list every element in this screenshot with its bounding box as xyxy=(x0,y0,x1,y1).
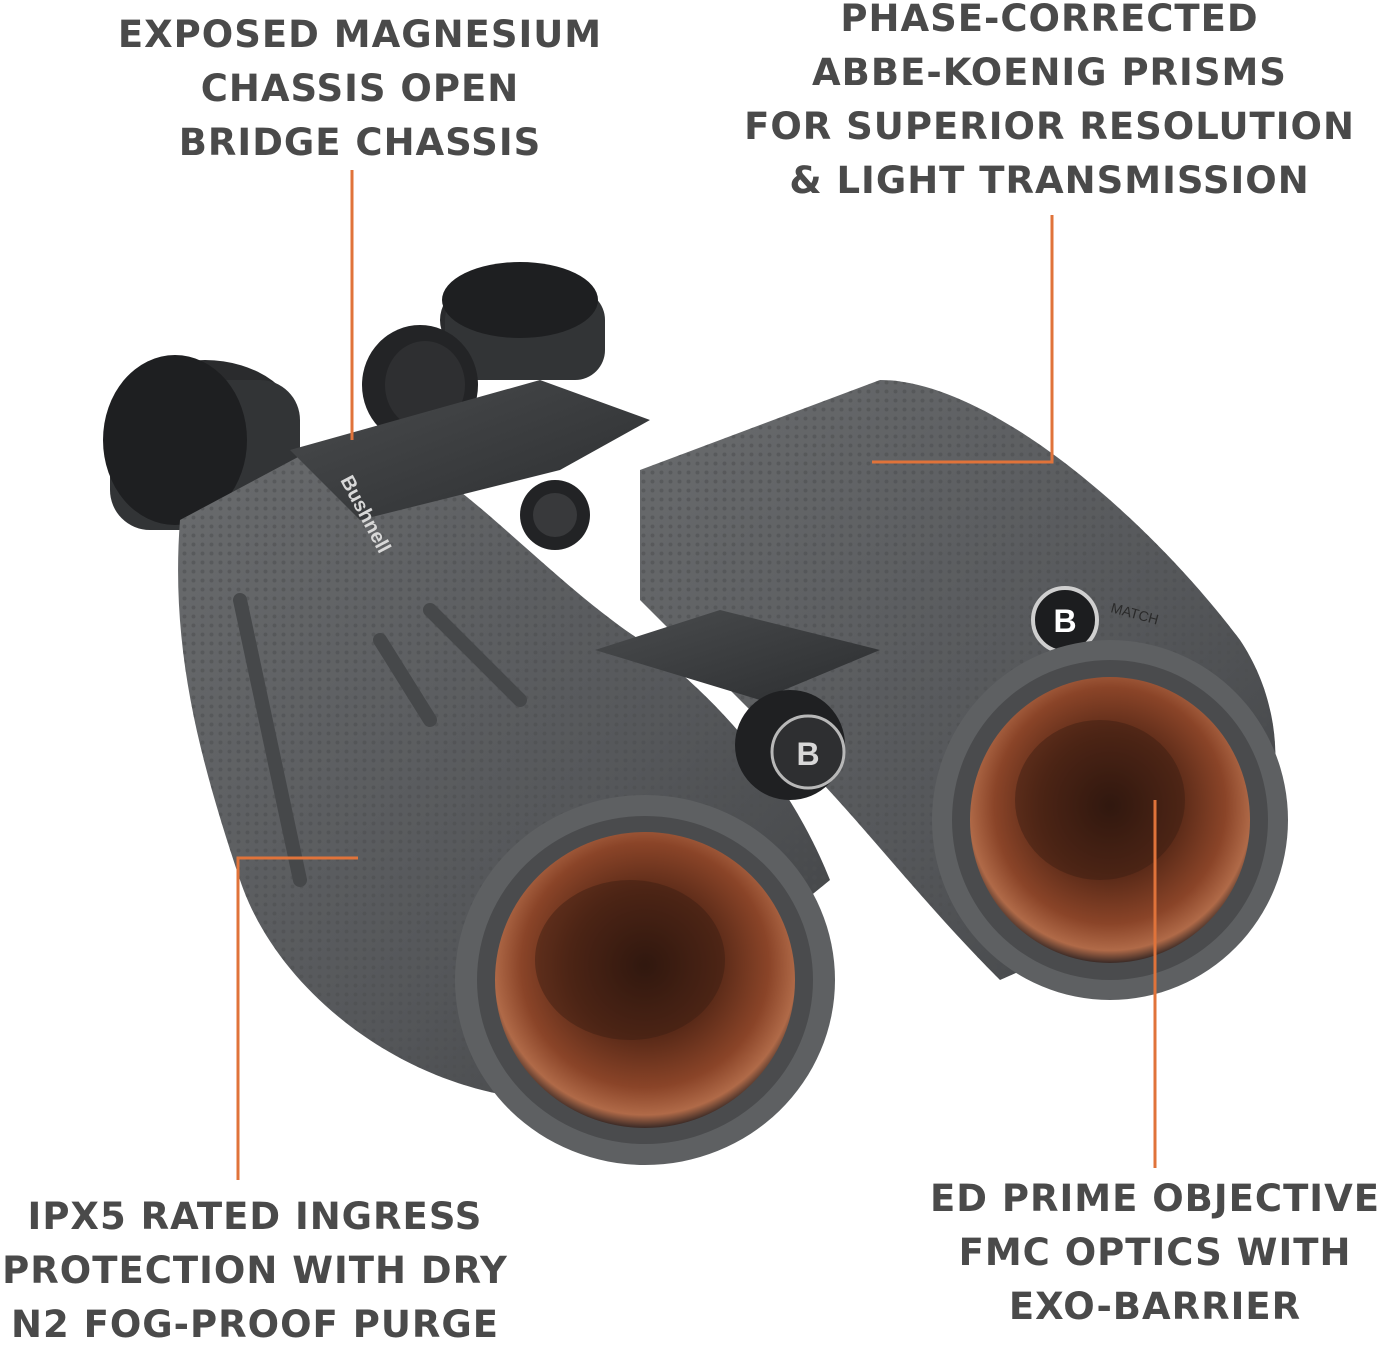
objective-lens-left xyxy=(455,795,835,1165)
callout-line: BRIDGE CHASSIS xyxy=(178,121,542,164)
callout-line: EXO-BARRIER xyxy=(1008,1285,1302,1328)
callout-line: FOR SUPERIOR RESOLUTION xyxy=(744,105,1355,148)
callout-prisms: PHASE-CORRECTED ABBE-KOENIG PRISMS FOR S… xyxy=(742,0,1357,208)
callout-line: ABBE-KOENIG PRISMS xyxy=(812,51,1287,94)
callout-line: FMC OPTICS WITH xyxy=(958,1231,1352,1274)
callout-line: N2 FOG-PROOF PURGE xyxy=(10,1303,499,1346)
brand-badge: B MATCH xyxy=(1031,586,1160,654)
callout-optics: ED PRIME OBJECTIVE FMC OPTICS WITH EXO-B… xyxy=(925,1172,1385,1334)
callout-chassis: EXPOSED MAGNESIUM CHASSIS OPEN BRIDGE CH… xyxy=(110,8,610,170)
center-knob: B xyxy=(735,690,846,800)
leader-ingress xyxy=(236,856,358,1180)
leader-lines xyxy=(236,170,1157,1180)
leader-prisms xyxy=(872,215,1054,464)
objective-lens-right xyxy=(932,640,1288,1000)
callout-line: PHASE-CORRECTED xyxy=(840,0,1259,40)
callout-line: ED PRIME OBJECTIVE xyxy=(930,1177,1380,1220)
callout-line: & LIGHT TRANSMISSION xyxy=(789,159,1310,202)
callout-line: IPX5 RATED INGRESS xyxy=(27,1195,483,1238)
badge-letter: B xyxy=(1053,603,1076,639)
callout-ingress: IPX5 RATED INGRESS PROTECTION WITH DRY N… xyxy=(0,1190,510,1349)
callout-line: CHASSIS OPEN xyxy=(200,67,520,110)
eyepiece-right xyxy=(440,262,605,380)
knob-badge-letter: B xyxy=(796,736,819,772)
callout-line: PROTECTION WITH DRY xyxy=(2,1249,508,1292)
callout-line: EXPOSED MAGNESIUM xyxy=(117,13,603,56)
chassis-bridge xyxy=(290,380,880,700)
